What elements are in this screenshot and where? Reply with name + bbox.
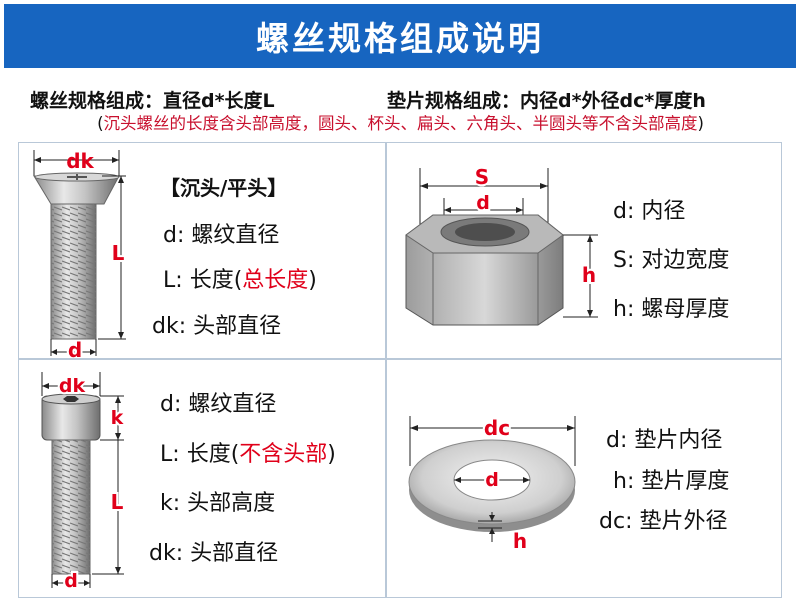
desc-row-k: k: 头部高度: [160, 491, 276, 516]
desc-row-dk: dk: 头部直径: [152, 314, 282, 339]
desc-row-d: d: 垫片内径: [606, 428, 723, 453]
dim-label-h: h: [582, 263, 596, 287]
flat-washer-figure: dc d h: [408, 414, 576, 553]
diagram-grid: [18, 142, 782, 598]
desc-row-S: S: 对边宽度: [613, 248, 730, 273]
desc-row-d: d: 螺纹直径: [160, 392, 277, 417]
category-countersunk: 【沉头/平头】: [160, 176, 288, 200]
dim-label-d: d: [64, 570, 78, 588]
page-title: 螺丝规格组成说明: [256, 19, 544, 58]
desc-row-L: L: 长度(总长度): [163, 268, 317, 293]
desc-row-d: d: 螺纹直径: [163, 223, 280, 248]
dim-label-k: k: [111, 407, 124, 429]
grid-divider-horizontal: [18, 358, 782, 360]
dim-label-d: d: [68, 338, 82, 358]
dim-label-L: L: [111, 490, 124, 514]
hex-nut-figure: S d h: [405, 163, 598, 326]
desc-row-d: d: 内径: [613, 199, 686, 224]
desc-row-h: h: 垫片厚度: [613, 469, 730, 494]
desc-row-dc: dc: 垫片外径: [599, 509, 728, 534]
grid-divider-vertical: [385, 142, 387, 598]
title-banner: 螺丝规格组成说明: [4, 4, 796, 68]
desc-row-h: h: 螺母厚度: [613, 297, 730, 322]
length-note-text: 沉头螺丝的长度含头部高度，圆头、杯头、扁头、六角头、半圆头等不含头部高度: [103, 114, 698, 133]
screw-spec-formula: 螺丝规格组成：直径d*长度L: [30, 90, 275, 112]
dim-label-d: d: [476, 192, 490, 214]
washer-spec-formula: 垫片规格组成：内径d*外径dc*厚度h: [387, 90, 706, 112]
desc-row-L: L: 长度(不含头部): [160, 442, 336, 467]
countersunk-screw-figure: dk L d: [33, 149, 127, 358]
dim-label-dk: dk: [59, 375, 86, 397]
dim-label-L: L: [112, 241, 125, 265]
desc-row-dk: dk: 头部直径: [149, 541, 279, 566]
dim-label-h: h: [513, 529, 527, 553]
dim-label-dc: dc: [484, 416, 510, 440]
socket-head-screw-figure: dk k L d: [41, 372, 126, 588]
dim-label-dk: dk: [66, 149, 94, 173]
dim-label-S: S: [475, 165, 489, 189]
length-note: (沉头螺丝的长度含头部高度，圆头、杯头、扁头、六角头、半圆头等不含头部高度): [97, 114, 704, 133]
dim-label-d: d: [485, 469, 499, 491]
